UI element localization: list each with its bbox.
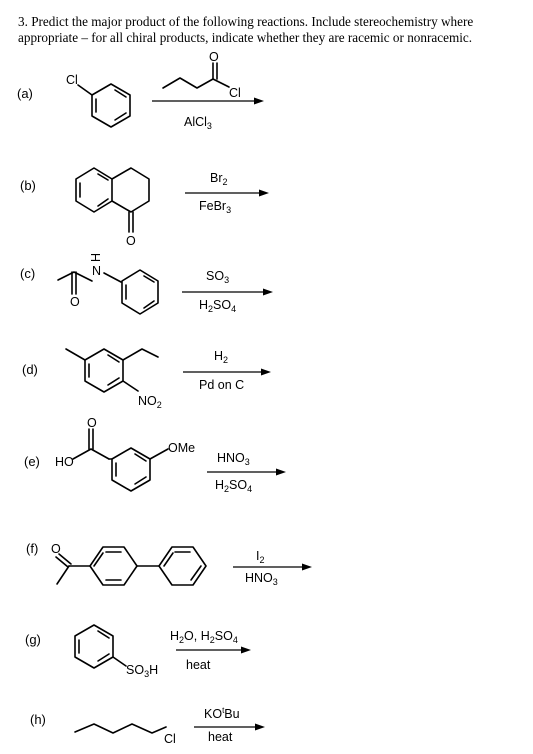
reaction-b: (b) O Br2 FeBr3 xyxy=(20,167,269,248)
nitro-arene-structure: NO2 xyxy=(65,348,162,410)
reaction-label-h: (h) xyxy=(30,712,46,727)
reaction-f: (f) O I2 HNO3 xyxy=(26,541,312,587)
chlorobutane-structure: Cl xyxy=(74,723,176,746)
reaction-arrow-e xyxy=(207,468,286,476)
reaction-label-a: (a) xyxy=(17,86,33,101)
reaction-c: (c) O H N SO3 H2SO4 xyxy=(20,253,273,315)
reagent-heat-h: heat xyxy=(208,730,233,744)
reaction-arrow-h xyxy=(194,723,265,731)
reaction-label-g: (g) xyxy=(25,632,41,647)
acetylbiphenyl-structure: O xyxy=(51,542,207,586)
reaction-label-e: (e) xyxy=(24,454,40,469)
reagent-br2: Br2 xyxy=(210,171,228,187)
alkyl-chlorine-label: Cl xyxy=(164,732,176,746)
reaction-label-d: (d) xyxy=(22,362,38,377)
ketone-oxygen-label: O xyxy=(126,234,136,248)
reagent-h2o-h2so4: H2O, H2SO4 xyxy=(170,629,238,645)
reaction-g: (g) SO3H H2O, H2SO4 heat xyxy=(25,624,251,679)
sulfonic-acid-label: SO3H xyxy=(126,663,158,679)
chlorine-atom-label: Cl xyxy=(66,73,78,87)
amide-oxygen-label: O xyxy=(70,295,80,309)
reagent-h2: H2 xyxy=(214,349,228,365)
reagent-heat-g: heat xyxy=(186,658,211,672)
reagent-so3: SO3 xyxy=(206,269,229,285)
question-number: 3. xyxy=(18,14,28,29)
amide-hydrogen-label: H xyxy=(89,253,103,262)
acetyl-oxygen-label: O xyxy=(51,542,61,556)
reaction-label-b: (b) xyxy=(20,178,36,193)
reaction-arrow-c xyxy=(182,288,273,296)
reaction-arrow-a xyxy=(152,97,264,105)
reaction-arrow-b xyxy=(185,189,269,197)
hydroxyl-label: HO xyxy=(55,455,74,469)
reagent-febr3: FeBr3 xyxy=(199,199,231,215)
reagent-i2: I2 xyxy=(256,549,265,565)
question-text: 3. Predict the major product of the foll… xyxy=(18,14,523,46)
benzenesulfonic-acid-structure: SO3H xyxy=(74,624,158,679)
tetralone-structure: O xyxy=(75,167,150,248)
acyl-chlorine-label: Cl xyxy=(229,86,241,100)
reagent-hno3-f: HNO3 xyxy=(245,571,278,587)
reaction-label-f: (f) xyxy=(26,541,38,556)
reagent-hno3-e: HNO3 xyxy=(217,451,250,467)
ketone-oxygen-e-label: O xyxy=(87,416,97,430)
hydroxy-ketone-structure: O OMe xyxy=(72,416,195,492)
butanoyl-chloride-structure: O Cl xyxy=(162,50,241,100)
acetanilide-structure: O H N xyxy=(57,253,159,315)
reaction-arrow-f xyxy=(233,563,312,571)
reagent-h2so4-e: H2SO4 xyxy=(215,478,252,494)
reaction-h: (h) Cl KOtBu heat xyxy=(30,706,265,746)
reaction-arrow-d xyxy=(183,368,271,376)
reaction-a: (a) Cl O Cl AlCl3 xyxy=(17,50,264,131)
reaction-label-c: (c) xyxy=(20,266,35,281)
methoxy-label: OMe xyxy=(168,441,195,455)
reaction-e: (e) HO O OMe HNO3 H2SO4 xyxy=(24,416,286,494)
reagent-h2so4-c: H2SO4 xyxy=(199,298,236,314)
reagent-kotbu: KOtBu xyxy=(204,706,240,721)
acyl-oxygen-label: O xyxy=(209,50,219,64)
question-instructions: Predict the major product of the followi… xyxy=(18,14,474,45)
amide-nitrogen-label: N xyxy=(92,264,101,278)
reagent-pd-on-c: Pd on C xyxy=(199,378,244,392)
chlorobenzene-structure: Cl xyxy=(66,73,131,128)
reagent-alcl3: AlCl3 xyxy=(184,115,212,131)
nitro-group-label: NO2 xyxy=(138,394,162,410)
reaction-arrow-g xyxy=(176,646,251,654)
reaction-d: (d) NO2 H2 Pd on C xyxy=(22,348,271,410)
